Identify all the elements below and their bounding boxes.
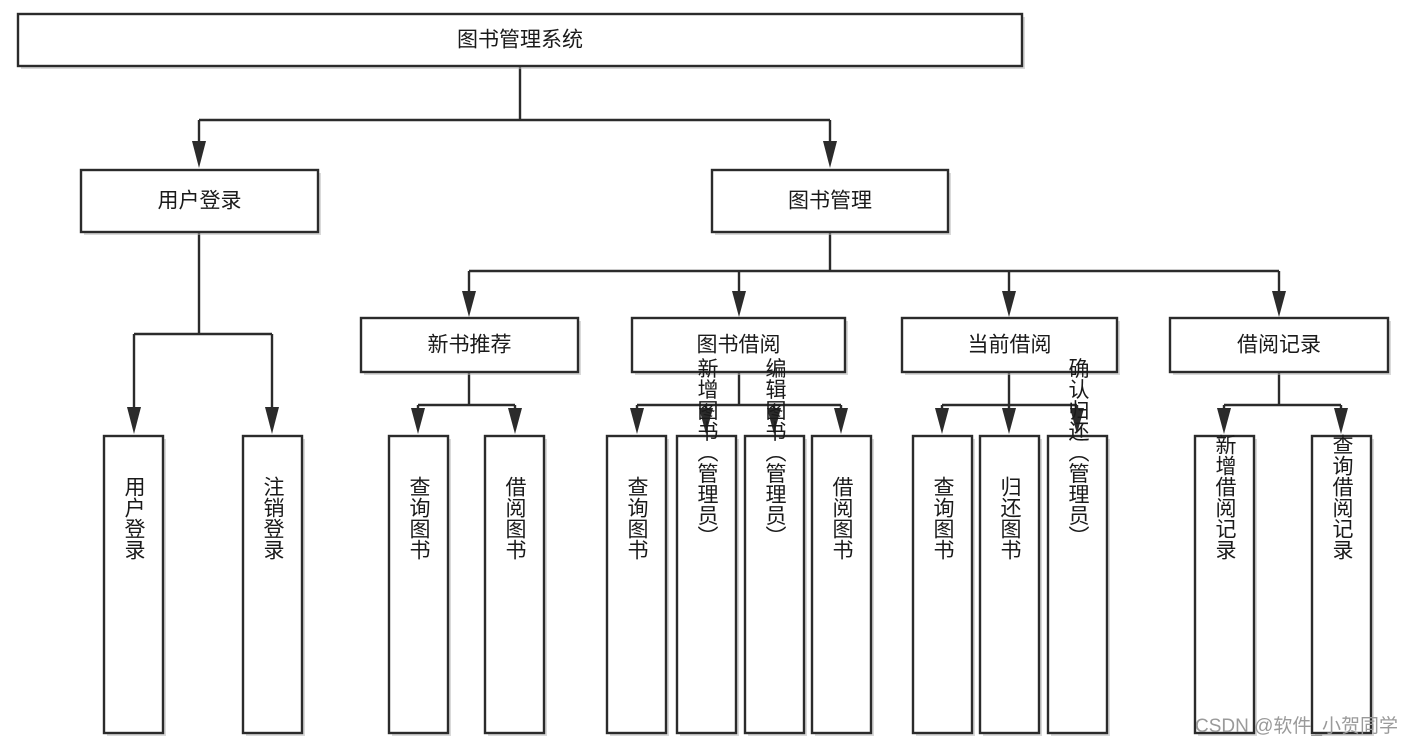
edge-group-root-to-level2 [192,66,837,168]
csdn-watermark: CSDN @软件_小贺同学 [1195,715,1398,737]
leaf-book-borrow-borrow-label: 借阅图书 [830,476,854,560]
node-current-borrow-box[interactable] [900,316,1119,374]
leaf-current-borrow-return-box[interactable] [978,434,1041,735]
arrow-user-login-leaf1 [127,407,141,434]
leaf-borrow-record-query-label: 查询借阅记录 [1330,434,1354,560]
leaf-borrow-record-add-label: 新增借阅记录 [1213,434,1237,560]
arrow-to-book-manage [823,141,837,168]
leaf-current-borrow-confirm-label: 确认归还（管理员） [1066,358,1090,547]
arrow-borrow-record-leaf2 [1334,408,1348,434]
leaf-new-book-borrow[interactable]: 借阅图书 [483,434,547,736]
leaf-borrow-record-query-box[interactable] [1310,434,1373,735]
node-root-box[interactable] [16,12,1024,68]
node-borrow-record-label: 借阅记录 [1237,334,1321,357]
leaf-borrow-record-add-box[interactable] [1193,434,1256,735]
leaf-book-borrow-edit[interactable]: 编辑图书（管理员） [743,358,807,737]
node-book-borrow[interactable]: 图书借阅 [630,316,848,375]
leaf-user-login-logout-box[interactable] [241,434,304,735]
edge-group-book-borrow-to-leaves [630,373,848,434]
node-root-book-management-system[interactable]: 图书管理系统 [16,12,1025,69]
node-current-borrow-label: 当前借阅 [968,334,1052,357]
arrow-current-borrow-leaf1 [935,408,949,434]
node-borrow-record[interactable]: 借阅记录 [1168,316,1391,375]
node-book-management[interactable]: 图书管理 [710,168,951,235]
leaf-borrow-record-query[interactable]: 查询借阅记录 [1310,434,1374,736]
node-book-borrow-label: 图书借阅 [697,334,781,357]
node-book-borrow-box[interactable] [630,316,847,374]
leaf-book-borrow-add[interactable]: 新增图书（管理员） [675,358,739,737]
edge-group-current-borrow-to-leaves [935,373,1084,434]
leaf-new-book-borrow-label: 借阅图书 [503,476,527,560]
node-borrow-record-box[interactable] [1168,316,1390,374]
arrow-borrow-record-leaf1 [1217,408,1231,434]
arrow-user-login-leaf2 [265,407,279,434]
arrow-to-current-borrow [1002,291,1016,317]
arrow-to-user-login [192,141,206,168]
edge-group-book-manage-to-level3 [462,232,1286,317]
arrow-current-borrow-leaf3 [1070,408,1084,434]
node-new-book-recommend-box[interactable] [359,316,580,374]
leaf-current-borrow-return[interactable]: 归还图书 [978,434,1042,736]
leaf-current-borrow-query-box[interactable] [911,434,974,735]
leaf-current-borrow-confirm-box[interactable] [1046,434,1109,735]
node-user-login-box[interactable] [79,168,320,234]
arrow-to-new-book [462,291,476,317]
arrow-book-borrow-leaf1 [630,408,644,434]
edge-group-user-login-to-leaves [127,232,279,434]
leaf-new-book-query[interactable]: 查询图书 [387,434,451,736]
arrow-book-borrow-leaf3 [767,408,781,434]
arrow-book-borrow-leaf2 [699,408,713,434]
arrow-to-book-borrow [732,291,746,317]
arrow-new-book-leaf2 [508,408,522,434]
arrow-current-borrow-leaf2 [1002,408,1016,434]
node-new-book-recommend-label: 新书推荐 [428,334,512,357]
leaf-book-borrow-borrow-box[interactable] [810,434,873,735]
leaf-new-book-borrow-box[interactable] [483,434,546,735]
edge-group-new-book-to-leaves [411,373,522,434]
node-root-label: 图书管理系统 [457,29,583,52]
leaf-book-borrow-add-box[interactable] [675,434,738,735]
leaf-current-borrow-confirm[interactable]: 确认归还（管理员） [1046,358,1110,737]
leaf-current-borrow-query-label: 查询图书 [931,476,955,560]
leaf-borrow-record-add[interactable]: 新增借阅记录 [1193,434,1257,736]
node-new-book-recommend[interactable]: 新书推荐 [359,316,581,375]
node-user-login-label: 用户登录 [158,190,242,213]
leaf-current-borrow-query[interactable]: 查询图书 [911,434,975,736]
leaf-current-borrow-return-label: 归还图书 [998,476,1022,560]
node-current-borrow[interactable]: 当前借阅 [900,316,1120,375]
node-book-management-label: 图书管理 [788,190,872,213]
edge-group-borrow-record-to-leaves [1217,373,1348,434]
node-user-login[interactable]: 用户登录 [79,168,321,235]
leaf-book-borrow-query-label: 查询图书 [625,476,649,560]
leaf-new-book-query-label: 查询图书 [407,476,431,560]
leaf-user-login-logout[interactable]: 注销登录 [241,434,305,736]
node-book-management-box[interactable] [710,168,950,234]
leaf-new-book-query-box[interactable] [387,434,450,735]
arrow-new-book-leaf1 [411,408,425,434]
leaf-user-login-login[interactable]: 用户登录 [102,434,166,736]
leaf-book-borrow-edit-box[interactable] [743,434,806,735]
leaf-book-borrow-query-box[interactable] [605,434,668,735]
leaf-book-borrow-query[interactable]: 查询图书 [605,434,669,736]
leaf-book-borrow-edit-label: 编辑图书（管理员） [763,358,787,547]
leaf-book-borrow-add-label: 新增图书（管理员） [695,358,719,547]
arrow-to-borrow-record [1272,291,1286,317]
leaf-user-login-login-label: 用户登录 [122,476,146,560]
leaf-user-login-login-box[interactable] [102,434,165,735]
leaf-user-login-logout-label: 注销登录 [261,476,285,560]
leaf-book-borrow-borrow[interactable]: 借阅图书 [810,434,874,736]
arrow-book-borrow-leaf4 [834,408,848,434]
